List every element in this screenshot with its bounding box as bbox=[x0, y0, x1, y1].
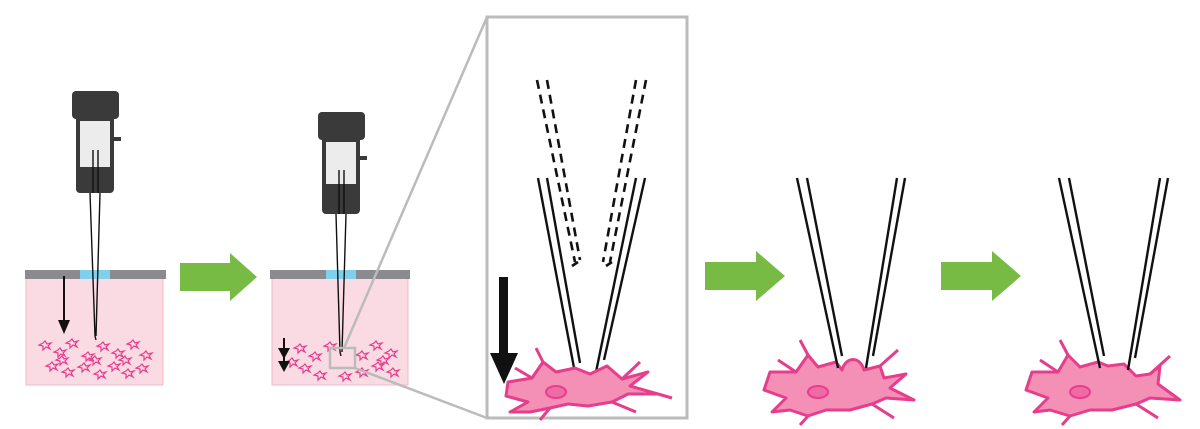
panel-probe-contact-cell bbox=[762, 177, 916, 426]
double-down-arrow-icon bbox=[278, 338, 290, 372]
panel-probe-near-cell-overview bbox=[270, 112, 410, 386]
panel-zoomed-probe-approach bbox=[485, 15, 689, 421]
access-window bbox=[80, 270, 110, 279]
probe-shanks bbox=[795, 177, 907, 369]
down-arrow-icon bbox=[490, 277, 518, 384]
panel-probe-penetrated-cell bbox=[1024, 177, 1182, 426]
probe-shanks bbox=[335, 170, 347, 357]
target-cell bbox=[504, 347, 673, 421]
probe-shanks bbox=[89, 150, 101, 341]
target-cell bbox=[762, 339, 916, 426]
down-arrow-icon bbox=[58, 276, 70, 334]
right-arrow-icon bbox=[705, 251, 785, 301]
panel-probe-insertion-overview bbox=[25, 91, 166, 386]
zoom-region bbox=[328, 346, 357, 370]
zoom-frame bbox=[485, 15, 689, 420]
right-arrow-icon bbox=[180, 253, 257, 301]
probe-holder bbox=[72, 91, 121, 193]
nucleus bbox=[807, 385, 829, 399]
nucleus bbox=[545, 385, 567, 399]
access-window bbox=[326, 270, 356, 279]
probe-previous-position bbox=[535, 79, 648, 268]
probe-holder bbox=[318, 112, 367, 214]
right-arrow-icon bbox=[941, 251, 1021, 301]
probe-shanks bbox=[1057, 177, 1170, 371]
probe-current-position bbox=[536, 177, 647, 374]
target-cell bbox=[1024, 339, 1182, 426]
nucleus bbox=[1069, 385, 1091, 399]
zoom-connector bbox=[342, 16, 489, 420]
